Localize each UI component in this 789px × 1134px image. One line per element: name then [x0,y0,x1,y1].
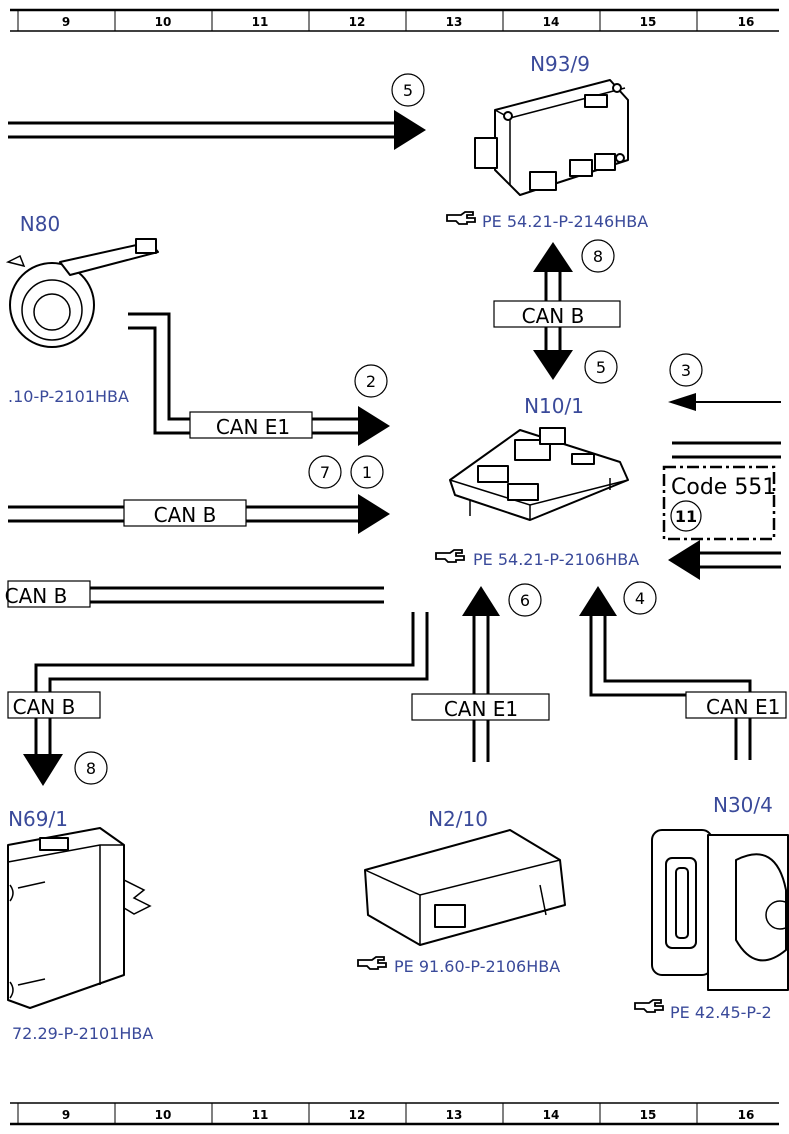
callout-circles [74,73,703,785]
ruler-bottom-15: 15 [640,1108,657,1122]
arrow-up-n93 [533,242,573,272]
n30-4-module-drawing [651,829,789,991]
n80-switch-drawing [5,238,159,348]
callout-n93-up: 8 [593,247,603,266]
n2-10-module-drawing [364,829,566,946]
n30-4-ref-text: PE 42.45-P-2 [670,1003,772,1022]
bus-label-can-e1-n80: CAN E1 [189,411,313,439]
code-551-label: Code 551 [671,475,776,500]
code-551-number: 11 [675,507,697,526]
bus-lines [8,121,781,762]
bus-label-can-e1-n2: CAN E1 [411,693,550,721]
arrow-up-n2 [462,586,500,616]
n93-9-module-drawing [474,79,629,196]
arrow-right-n80 [358,406,390,446]
arrow-down-n10 [533,350,573,380]
ruler-top-11: 11 [252,15,269,29]
arrow-up-n30 [579,586,617,616]
n80-ref-text: .10-P-2101HBA [8,387,129,406]
ruler-top-15: 15 [640,15,657,29]
can-e1-n30-label: CAN E1 [706,695,780,719]
n93-9-label: N93/9 [530,52,590,76]
n69-1-label: N69/1 [8,807,68,831]
callout-can-b-b: 1 [362,463,372,482]
ruler-top-16: 16 [738,15,755,29]
n10-1-ref-text: PE 54.21-P-2106HBA [473,550,639,569]
can-b-n69-label: CAN B [13,695,76,719]
n2-10-component: N2/10 PE 91.60-P-2106HBA [357,807,566,976]
hand-pointer-icon [634,999,664,1013]
can-e1-n2-label: CAN E1 [444,697,518,721]
arrow-right-top [394,110,426,150]
n2-10-ref: PE 91.60-P-2106HBA [357,956,560,976]
arrow-left-thin [668,393,696,411]
n80-component: N80 .10-P-2101HBA [5,212,159,406]
arrow-right-canb [358,494,390,534]
can-b-lower-label: CAN B [5,584,68,608]
can-b-vertical-label: CAN B [522,304,585,328]
ruler-top-14: 14 [543,15,560,29]
hand-pointer-icon [446,211,476,225]
n93-9-ref-text: PE 54.21-P-2146HBA [482,212,648,231]
bus-label-can-b-lower: CAN B [5,580,91,608]
n10-1-module-drawing [449,427,629,521]
n69-1-component: N69/1 72.29-P-2101HBA [7,807,153,1043]
n30-4-label: N30/4 [713,793,773,817]
bus-label-can-e1-n30: CAN E1 [685,691,787,719]
callout-n10-down: 5 [596,358,606,377]
ruler-bottom-10: 10 [155,1108,172,1122]
ruler-bottom-9: 9 [62,1108,70,1122]
ruler-bottom-11: 11 [252,1108,269,1122]
n69-1-module-drawing [7,827,152,1009]
n80-label: N80 [20,212,60,236]
n30-4-ref: PE 42.45-P-2 [634,999,772,1022]
can-b-left-label: CAN B [154,503,217,527]
hand-pointer-icon [435,549,465,563]
n93-9-component: N93/9 PE 54.21-P-2146HBA [446,52,648,231]
ruler-top-13: 13 [446,15,463,29]
n2-10-ref-text: PE 91.60-P-2106HBA [394,957,560,976]
ruler-bottom-12: 12 [349,1108,366,1122]
callout-n69-down: 8 [86,759,96,778]
ruler-bottom-13: 13 [446,1108,463,1122]
callout-n80-arrow: 2 [366,372,376,391]
n69-1-ref-text: 72.29-P-2101HBA [12,1024,153,1043]
arrow-left-right [668,540,700,580]
n93-9-ref: PE 54.21-P-2146HBA [446,211,648,231]
n10-1-ref: PE 54.21-P-2106HBA [435,549,639,569]
n2-10-label: N2/10 [428,807,488,831]
ruler-top-12: 12 [349,15,366,29]
callout-top-arrow: 5 [403,81,413,100]
callout-n30-up: 4 [635,589,645,608]
callout-right-arrow: 3 [681,361,691,380]
n10-1-component: N10/1 PE 54.21-P-2106HBA [435,394,639,569]
bus-label-can-b-vertical: CAN B [493,300,621,328]
callout-can-b-a: 7 [320,463,330,482]
top-ruler: 9 10 11 12 13 14 15 16 [10,8,779,32]
bottom-ruler: 9 10 11 12 13 14 15 16 [10,1102,779,1126]
ruler-bottom-14: 14 [543,1108,560,1122]
hand-pointer-icon [357,956,387,970]
callout-n2-up: 6 [520,591,530,610]
can-e1-n80-label: CAN E1 [216,415,290,439]
ruler-top-9: 9 [62,15,70,29]
code-551-box: Code 551 11 [662,465,776,541]
ruler-bottom-16: 16 [738,1108,755,1122]
n10-1-label: N10/1 [524,394,584,418]
ruler-top-10: 10 [155,15,172,29]
bus-label-can-b-left: CAN B [123,499,247,527]
n30-4-component: N30/4 PE 42.45-P-2 [634,793,789,1022]
arrow-down-n69 [23,754,63,786]
bus-label-can-b-n69: CAN B [7,691,101,719]
arrowheads [23,110,700,786]
